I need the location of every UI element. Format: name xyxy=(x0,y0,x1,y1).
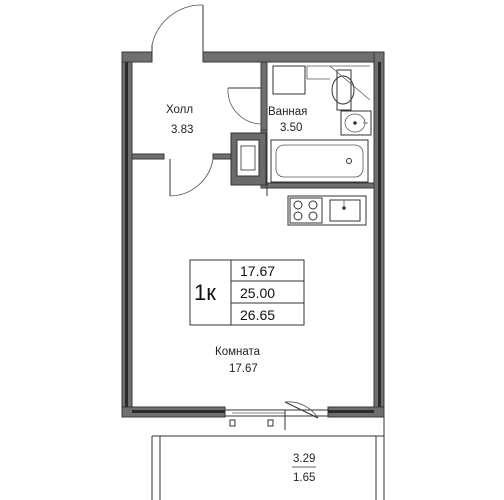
total-with-balcony: 26.65 xyxy=(240,307,275,323)
washbasin xyxy=(340,110,372,136)
balcony-area-full: 3.29 xyxy=(293,453,315,465)
hall-area: 3.83 xyxy=(171,124,193,136)
bathroom-name: Ванная xyxy=(268,106,307,118)
kitchen-counter xyxy=(287,195,367,226)
living-area: 17.67 xyxy=(240,263,275,279)
room-name: Комната xyxy=(215,346,261,358)
balcony-door xyxy=(225,401,328,430)
outer-walls xyxy=(121,51,385,418)
summary-box: 1к 17.67 25.00 26.65 xyxy=(189,259,305,326)
washing-machine xyxy=(272,65,306,95)
entrance-door xyxy=(151,4,204,57)
balcony-area-reduced: 1.65 xyxy=(293,472,315,484)
bathroom-area: 3.50 xyxy=(280,122,302,134)
bathroom-counter xyxy=(306,65,371,101)
stove xyxy=(289,197,323,224)
hall-room-door xyxy=(169,158,214,197)
bathtub xyxy=(270,139,369,183)
balcony xyxy=(151,417,385,500)
apartment-type: 1к xyxy=(194,280,216,305)
vent-shaft xyxy=(230,132,267,186)
room-area: 17.67 xyxy=(229,363,258,375)
total-area: 25.00 xyxy=(240,285,275,301)
hall-name: Холл xyxy=(166,104,193,116)
sink xyxy=(329,199,361,222)
toilet xyxy=(331,69,355,111)
bathroom-door xyxy=(227,87,262,125)
